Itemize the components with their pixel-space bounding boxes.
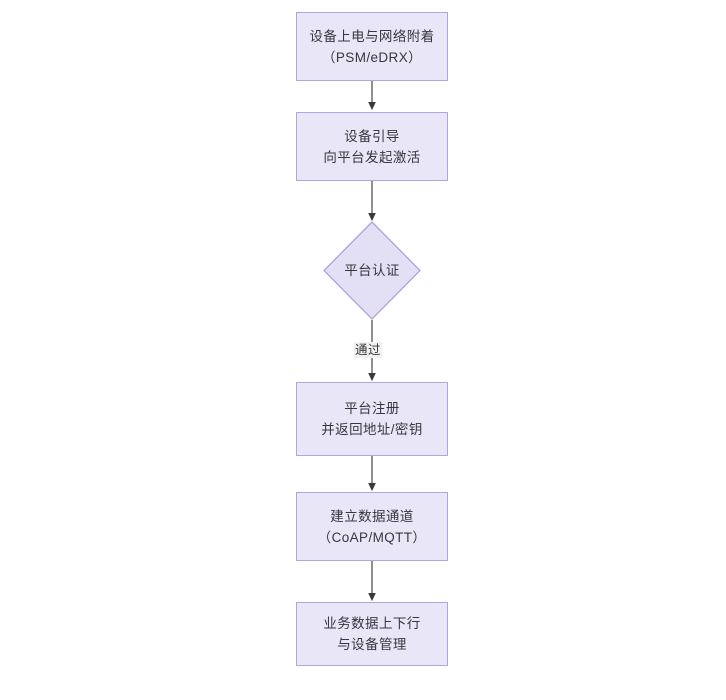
node-text-line: （CoAP/MQTT） — [317, 529, 427, 545]
node-text-line: 设备上电与网络附着 — [309, 28, 435, 44]
node-text-line: 并返回地址/密钥 — [321, 422, 423, 437]
node-text-line: 平台认证 — [344, 262, 400, 278]
node-text-line: 建立数据通道 — [330, 508, 414, 524]
node-text-line: 平台注册 — [344, 401, 400, 416]
diamond-shape — [323, 221, 421, 320]
flowchart-node-device-power-on[interactable]: 设备上电与网络附着 （PSM/eDRX） — [296, 12, 448, 81]
node-text-line: 业务数据上下行 — [323, 616, 421, 631]
flowchart-node-establish-data-channel[interactable]: 建立数据通道 （CoAP/MQTT） — [296, 492, 448, 561]
node-text-line: 设备引导 — [344, 128, 400, 144]
node-text-line: 向平台发起激活 — [323, 149, 421, 165]
edge-label-pass: 通过 — [354, 342, 383, 358]
node-text-line: （PSM/eDRX） — [321, 49, 423, 65]
flowchart-node-business-data-and-device-mgmt[interactable]: 业务数据上下行 与设备管理 — [296, 602, 448, 666]
flowchart-node-platform-auth-decision[interactable]: 平台认证 — [323, 221, 421, 320]
node-text-line: 与设备管理 — [337, 637, 407, 652]
flowchart-node-platform-register[interactable]: 平台注册 并返回地址/密钥 — [296, 382, 448, 456]
flowchart-node-device-bootstrap[interactable]: 设备引导 向平台发起激活 — [296, 112, 448, 181]
